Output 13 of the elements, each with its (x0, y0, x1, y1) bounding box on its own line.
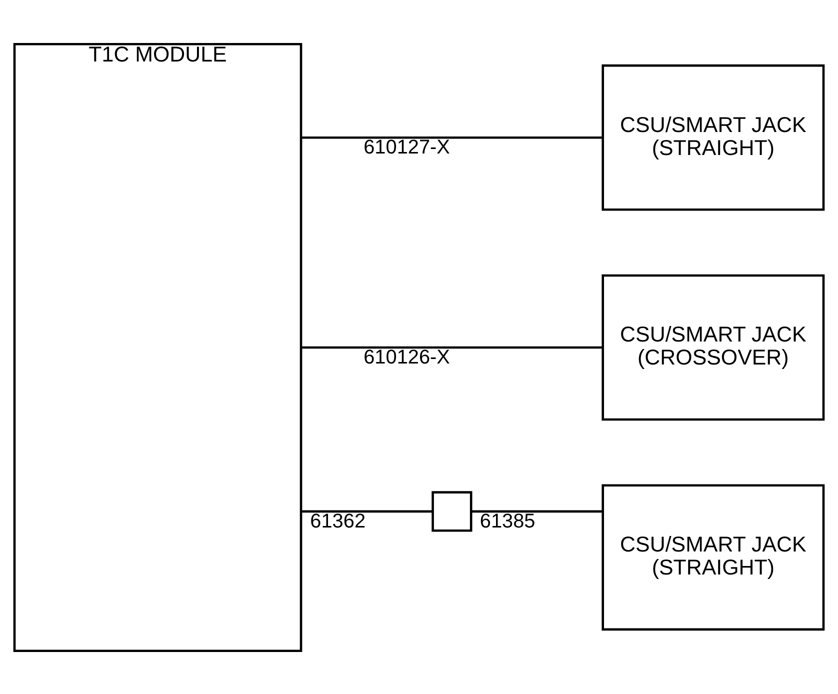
node-box (432, 490, 472, 532)
connector (301, 510, 433, 512)
edge-label: 610127-X (364, 136, 450, 158)
connector (302, 136, 602, 138)
node-box: CSU/SMART JACK (STRAIGHT) (602, 64, 825, 210)
connector (302, 346, 602, 348)
edge-label: 61362 (310, 510, 366, 532)
node-box: CSU/SMART JACK (STRAIGHT) (602, 484, 825, 630)
edge-label: 610126-X (364, 346, 450, 368)
node-box: CSU/SMART JACK (CROSSOVER) (602, 274, 825, 420)
node-box: T1C MODULE (13, 42, 302, 652)
edge-label: 61385 (480, 510, 536, 532)
connector (471, 510, 602, 512)
